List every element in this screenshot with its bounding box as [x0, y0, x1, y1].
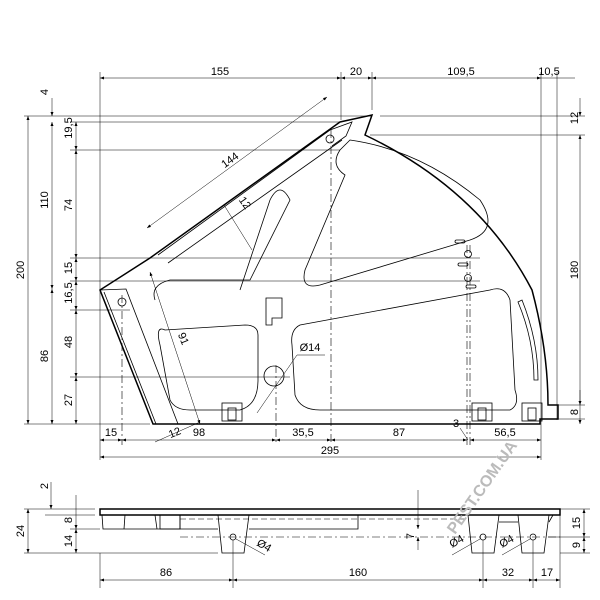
- side-view-dimensions: 24 2 8 14 15 9 7 86 160 32 17 Ø4 Ø4 Ø4: [15, 482, 590, 588]
- dim-12: 12: [569, 112, 581, 124]
- dim-35-5: 35,5: [292, 427, 313, 439]
- dim-3: 3: [453, 418, 459, 430]
- side-dim-32: 32: [502, 567, 514, 579]
- cutout-left-lower: [157, 324, 259, 411]
- dim-4: 4: [39, 89, 51, 95]
- side-dim-15: 15: [571, 517, 583, 529]
- left-dimensions: 200 4 110 86 19,5 74 15 16,5 48 27: [15, 89, 78, 424]
- dim-109-5: 109,5: [447, 66, 475, 78]
- dim-19-5: 19,5: [63, 117, 75, 138]
- cutout-right-lower: [291, 288, 518, 411]
- dim-27: 27: [63, 394, 75, 406]
- right-dimensions: 12 180 8: [569, 98, 582, 424]
- side-dim-14: 14: [63, 535, 75, 547]
- dim-91: 91: [175, 331, 191, 347]
- bottom-dimensions: 15 98 35,5 87 3 56,5 295: [100, 418, 541, 459]
- dim-20: 20: [350, 66, 362, 78]
- dim-87: 87: [393, 427, 405, 439]
- dim-74: 74: [63, 199, 75, 211]
- hole-d14: [263, 365, 285, 387]
- top-view-part: [99, 113, 559, 425]
- top-dimensions: 155 20 109,5 10,5: [100, 66, 575, 80]
- side-dim-86: 86: [160, 567, 172, 579]
- side-dim-8: 8: [63, 517, 75, 523]
- side-dim-17: 17: [541, 567, 553, 579]
- dim-16-5: 16,5: [63, 282, 75, 303]
- side-hole-3-label: Ø4: [498, 533, 517, 551]
- side-dim-9: 9: [571, 542, 583, 548]
- dim-15-bottom: 15: [105, 427, 117, 439]
- side-dim-160: 160: [349, 567, 367, 579]
- dim-180: 180: [569, 261, 581, 279]
- dim-200: 200: [15, 261, 27, 279]
- side-hole-1-label: Ø4: [255, 537, 274, 555]
- dim-98: 98: [193, 427, 205, 439]
- dim-86: 86: [39, 350, 51, 362]
- dim-295: 295: [321, 445, 339, 457]
- mounting-clips: [221, 402, 543, 422]
- side-dim-7: 7: [405, 533, 417, 539]
- inner-dimensions: 144 12 91 12 Ø14: [146, 96, 328, 443]
- dim-110: 110: [39, 191, 51, 209]
- dim-10-5: 10,5: [538, 66, 559, 78]
- part-outline: [99, 113, 559, 425]
- side-dim-2: 2: [39, 483, 51, 489]
- dim-56-5: 56,5: [494, 427, 515, 439]
- dim-12-side: 12: [167, 425, 183, 441]
- cutout-triangle: [303, 139, 489, 287]
- dim-hole-d14: Ø14: [300, 342, 321, 354]
- dim-144: 144: [219, 150, 241, 170]
- dim-155: 155: [211, 66, 229, 78]
- side-view-part: [99, 508, 561, 554]
- side-dim-24: 24: [15, 525, 27, 537]
- dim-48: 48: [63, 336, 75, 348]
- dim-15: 15: [63, 262, 75, 274]
- dim-8: 8: [569, 409, 581, 415]
- dim-12-rail: 12: [236, 195, 253, 212]
